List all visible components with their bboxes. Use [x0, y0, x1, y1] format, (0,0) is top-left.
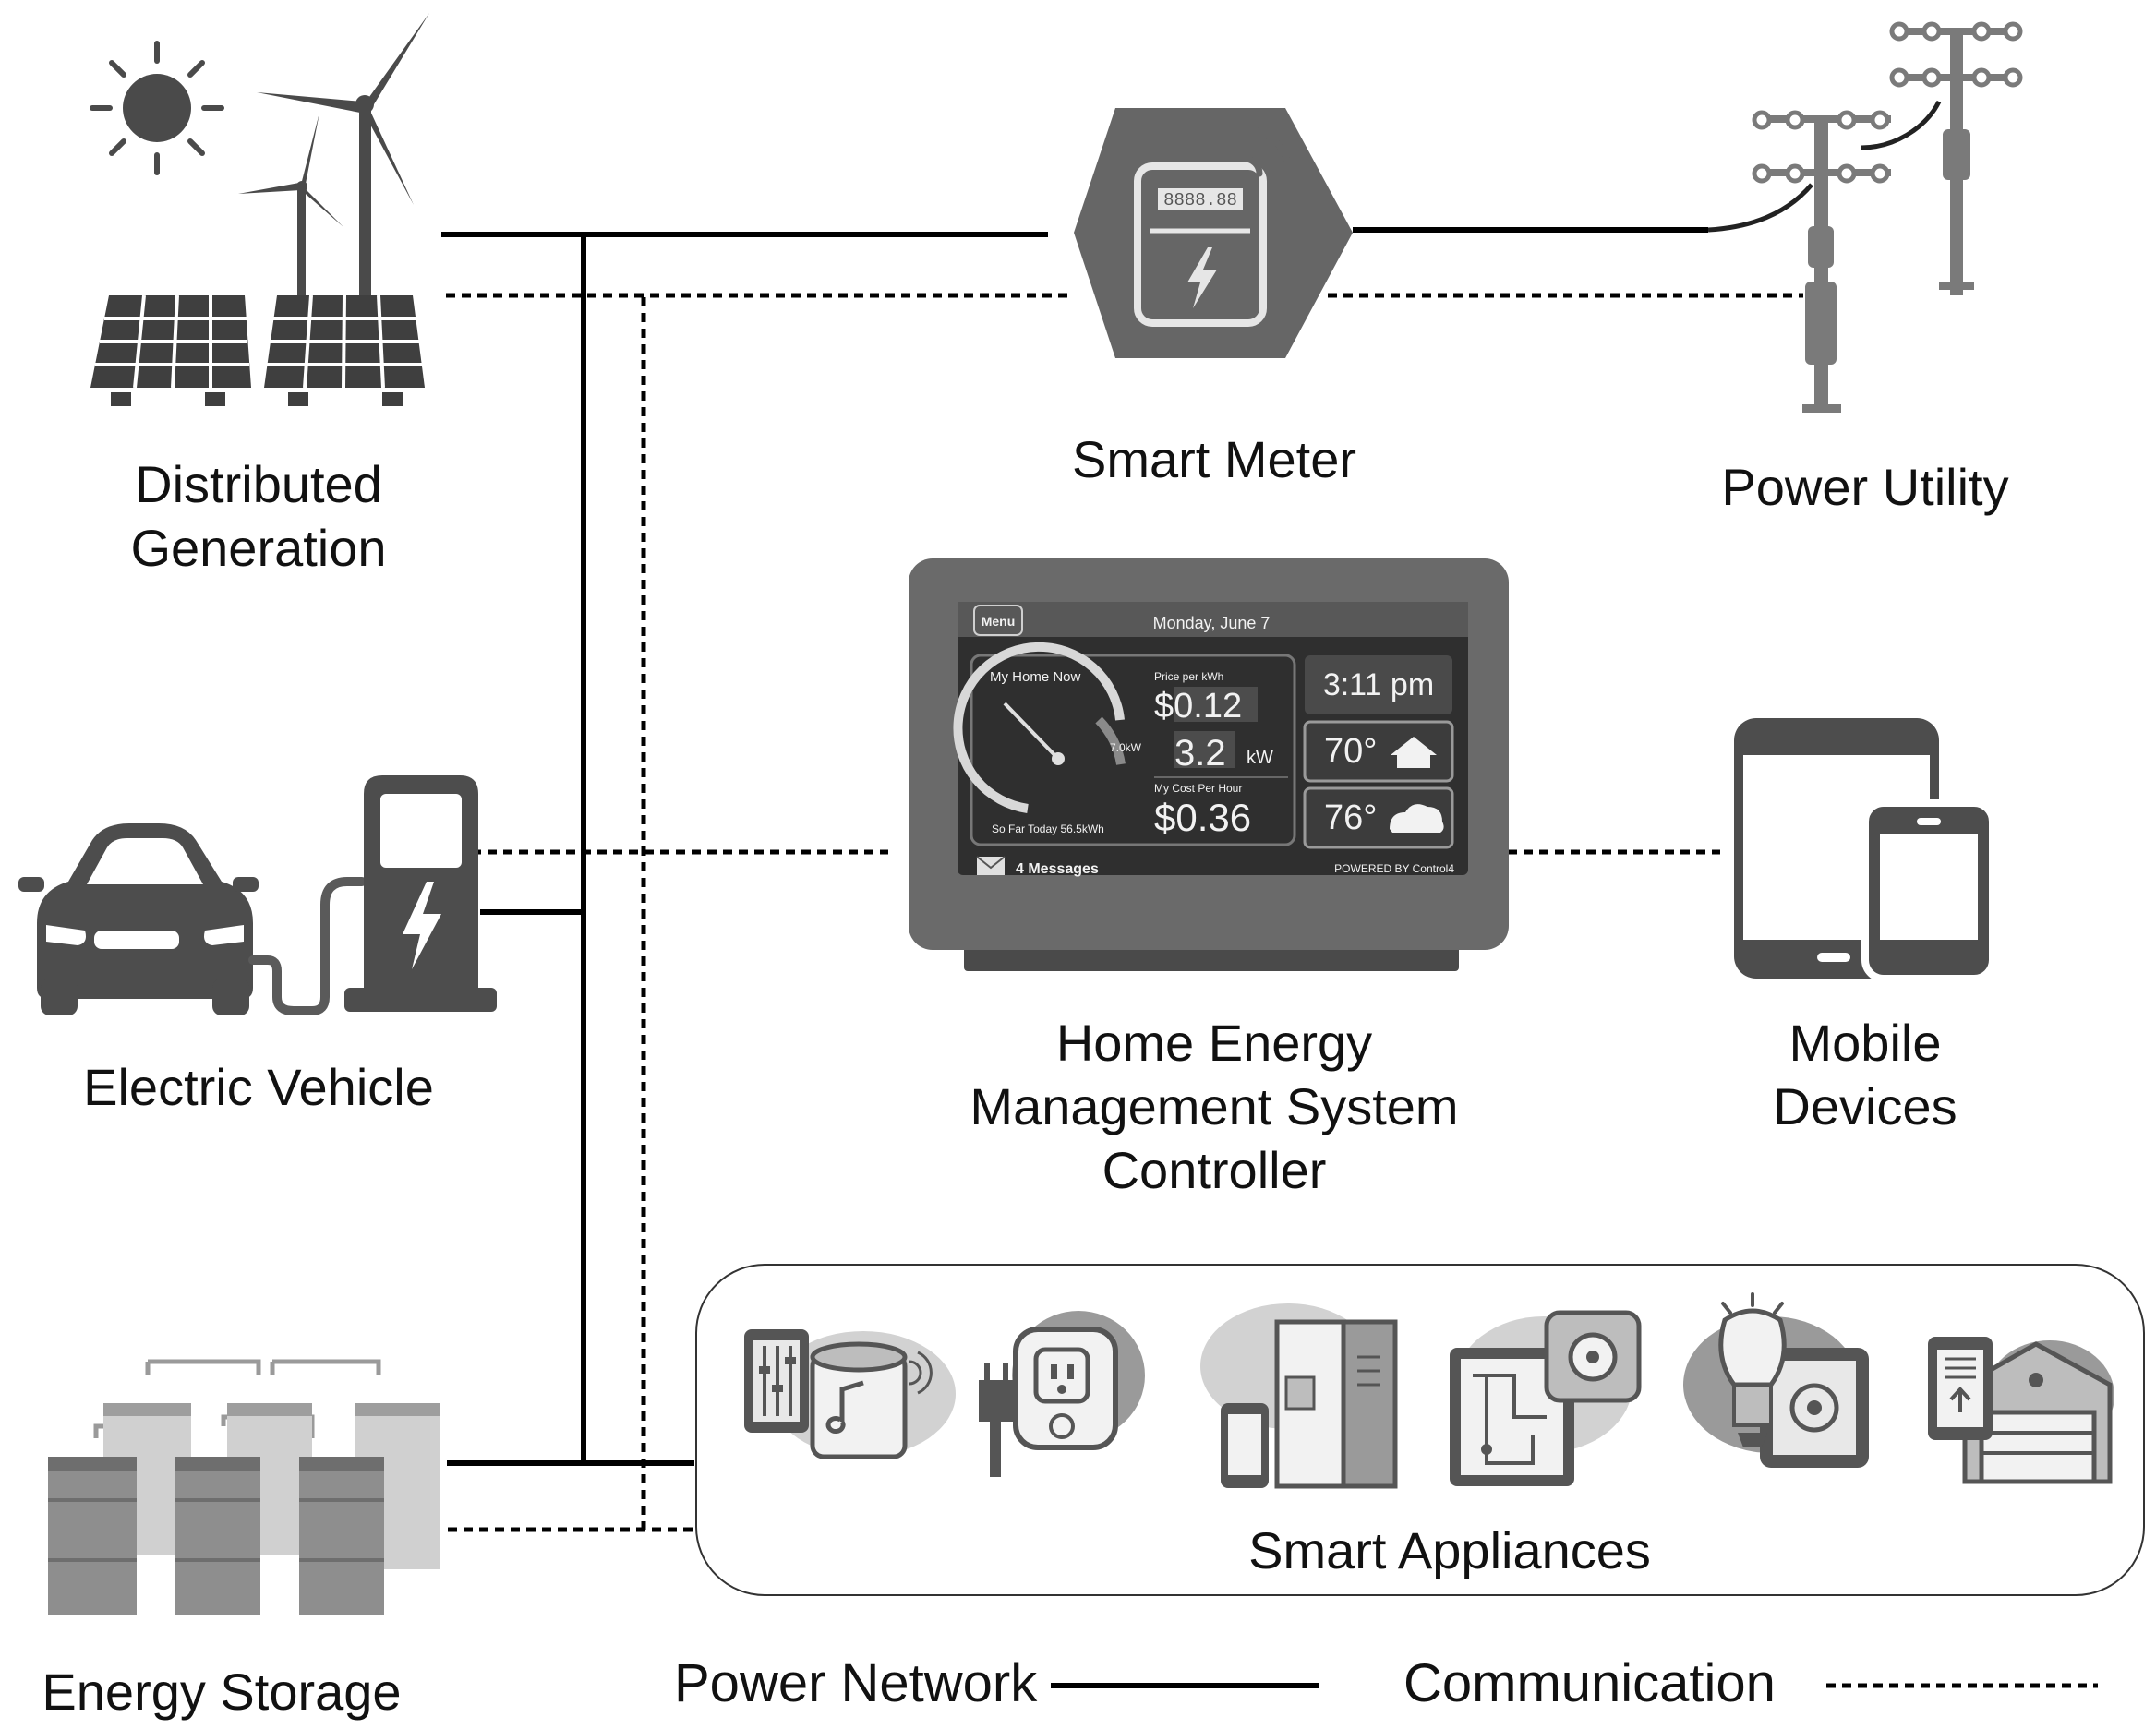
screen-power-unit: kW	[1247, 748, 1273, 768]
screen-outdoor-temp: 76°	[1324, 798, 1377, 837]
hems-controller-label-line2: Management System	[970, 1077, 1459, 1135]
hems-controller-label: Home Energy Management System Controller	[886, 1011, 1542, 1202]
wind-turbine-icon	[238, 13, 429, 297]
screen-gauge-arc	[953, 642, 1125, 813]
communication-lines	[446, 293, 2098, 1688]
screen-price: $0.12	[1154, 687, 1242, 726]
screen-gauge-max: 7.0kW	[1110, 741, 1142, 754]
car-icon	[18, 823, 259, 1015]
mobile-devices-label-line2: Devices	[1773, 1077, 1957, 1135]
utility-pole-front	[1752, 110, 1891, 413]
screen-time: 3:11 pm	[1323, 667, 1434, 702]
hems-controller-icon: Menu Monday, June 7 My Home Now 7.0kW So…	[909, 558, 1509, 971]
screen-price-label: Price per kWh	[1154, 670, 1223, 683]
power-utility-label: Power Utility	[1721, 458, 2009, 516]
distributed-generation-label-line2: Generation	[130, 519, 387, 577]
mobile-devices-label-line1: Mobile	[1789, 1014, 1942, 1072]
power-utility-icon	[1752, 21, 2023, 413]
smart-speaker-icon	[744, 1329, 956, 1459]
smart-appliance-icons	[744, 1292, 2114, 1489]
mobile-devices-icon	[1734, 718, 1996, 982]
smart-meter-label: Smart Meter	[1071, 430, 1357, 488]
screen-menu-button: Menu	[982, 614, 1016, 629]
smart-meter-icon: 8888.88	[1074, 108, 1353, 358]
utility-service-cable	[1707, 183, 1813, 233]
meter-display: 8888.88	[1163, 190, 1237, 210]
screen-gauge-title: My Home Now	[990, 669, 1081, 685]
screen-indoor-temp: 70°	[1324, 732, 1377, 771]
energy-storage-icon	[48, 1359, 440, 1615]
sun-icon	[90, 41, 224, 175]
smart-plug-icon	[979, 1311, 1145, 1477]
smart-fridge-icon	[1200, 1303, 1398, 1489]
power-network-lines	[441, 227, 1708, 1688]
hems-controller-label-line1: Home Energy	[1055, 1014, 1373, 1072]
charging-station-icon	[344, 775, 497, 1012]
energy-storage-label: Energy Storage	[42, 1663, 402, 1721]
charging-cable	[248, 877, 367, 1015]
weather-icon	[1390, 804, 1444, 833]
utility-pole-back	[1889, 21, 2023, 295]
distributed-generation-icon	[90, 13, 429, 406]
wireless-signal-icon	[1241, 126, 1293, 177]
distributed-generation-label: Distributed Generation	[83, 452, 434, 580]
hems-controller-label-line3: Controller	[1102, 1141, 1327, 1199]
home-icon	[1391, 737, 1437, 768]
screen-cost: $0.36	[1154, 796, 1251, 839]
screen-date: Monday, June 7	[1153, 614, 1271, 632]
screen-messages: 4 Messages	[1016, 861, 1099, 877]
smart-security-icon	[1450, 1310, 1642, 1486]
mobile-devices-label: Mobile Devices	[1717, 1011, 2013, 1138]
distributed-generation-label-line1: Distributed	[135, 455, 382, 513]
smart-garage-icon	[1928, 1337, 2114, 1484]
screen-so-far-today: So Far Today 56.5kWh	[992, 822, 1104, 835]
solar-panel-icon	[90, 294, 425, 406]
screen-powered-by: POWERED BY Control4	[1334, 862, 1454, 875]
legend-communication-label: Communication	[1403, 1653, 1776, 1713]
legend-power-network-label: Power Network	[674, 1653, 1038, 1713]
screen-power: 3.2	[1174, 733, 1226, 774]
smart-lighting-icon	[1683, 1292, 1869, 1468]
screen-cost-label: My Cost Per Hour	[1154, 782, 1242, 795]
smart-appliances-label: Smart Appliances	[1248, 1521, 1651, 1579]
electric-vehicle-label: Electric Vehicle	[83, 1058, 434, 1116]
electric-vehicle-icon	[18, 775, 497, 1015]
